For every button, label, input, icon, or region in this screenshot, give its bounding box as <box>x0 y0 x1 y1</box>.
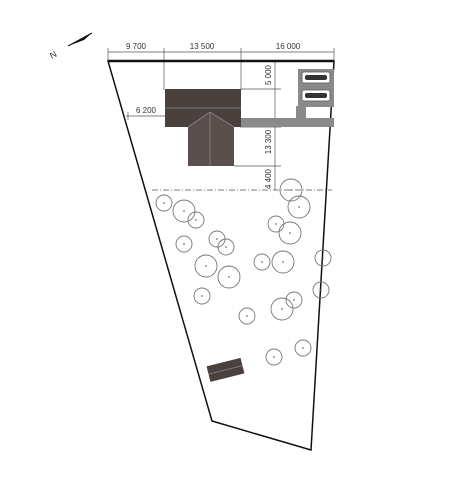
tree-icon <box>285 291 303 309</box>
dim-top-2: 13 500 <box>190 42 215 51</box>
dim-vertical-2: 13 300 <box>264 129 273 154</box>
tree-center <box>281 308 283 310</box>
house-roof-icon <box>188 112 234 166</box>
tree-icon <box>287 195 311 219</box>
tree-icon <box>271 250 295 274</box>
dim-vertical-3: 4 400 <box>264 168 273 189</box>
driveway <box>234 106 334 127</box>
dim-top-1: 9 700 <box>126 42 147 51</box>
tree-center <box>298 206 300 208</box>
tree-icon <box>217 238 235 256</box>
dim-left-offset: 6 200 <box>136 106 157 115</box>
tree-icon <box>253 253 271 271</box>
tree-center <box>201 295 203 297</box>
car-icon <box>305 75 327 98</box>
tree-center <box>183 210 185 212</box>
tree-icon <box>194 254 218 278</box>
tree-icon <box>155 194 173 212</box>
tree-icon <box>187 211 205 229</box>
tree-center <box>216 238 218 240</box>
carport <box>298 69 334 107</box>
tree-icon <box>193 287 211 305</box>
tree-icon <box>294 339 312 357</box>
tree-center <box>228 276 230 278</box>
shed-icon <box>206 357 245 382</box>
tree-icon <box>217 265 241 289</box>
tree-icon <box>175 235 193 253</box>
tree-center <box>302 347 304 349</box>
tree-center <box>289 232 291 234</box>
dim-top-3: 16 000 <box>276 42 301 51</box>
tree-center <box>320 289 322 291</box>
tree-center <box>246 315 248 317</box>
tree-icon <box>238 307 256 325</box>
tree-icon <box>279 178 303 202</box>
tree-center <box>205 265 207 267</box>
house <box>165 89 241 166</box>
tree-icon <box>312 281 330 299</box>
tree-icon <box>270 297 294 321</box>
tree-icon <box>172 199 196 223</box>
trees <box>155 178 332 366</box>
tree-center <box>273 356 275 358</box>
tree-center <box>163 202 165 204</box>
tree-icon <box>314 249 332 267</box>
tree-center <box>282 261 284 263</box>
north-arrow: N <box>48 32 93 61</box>
north-label: N <box>48 49 58 61</box>
tree-center <box>275 223 277 225</box>
tree-icon <box>265 348 283 366</box>
tree-center <box>261 261 263 263</box>
dim-vertical-1: 5 000 <box>264 64 273 85</box>
tree-center <box>322 257 324 259</box>
tree-icon <box>278 221 302 245</box>
tree-center <box>293 299 295 301</box>
tree-center <box>195 219 197 221</box>
top-dimensions <box>107 48 335 90</box>
tree-center <box>225 246 227 248</box>
left-offset-dimension <box>126 112 166 120</box>
tree-center <box>183 243 185 245</box>
tree-center <box>290 189 292 191</box>
